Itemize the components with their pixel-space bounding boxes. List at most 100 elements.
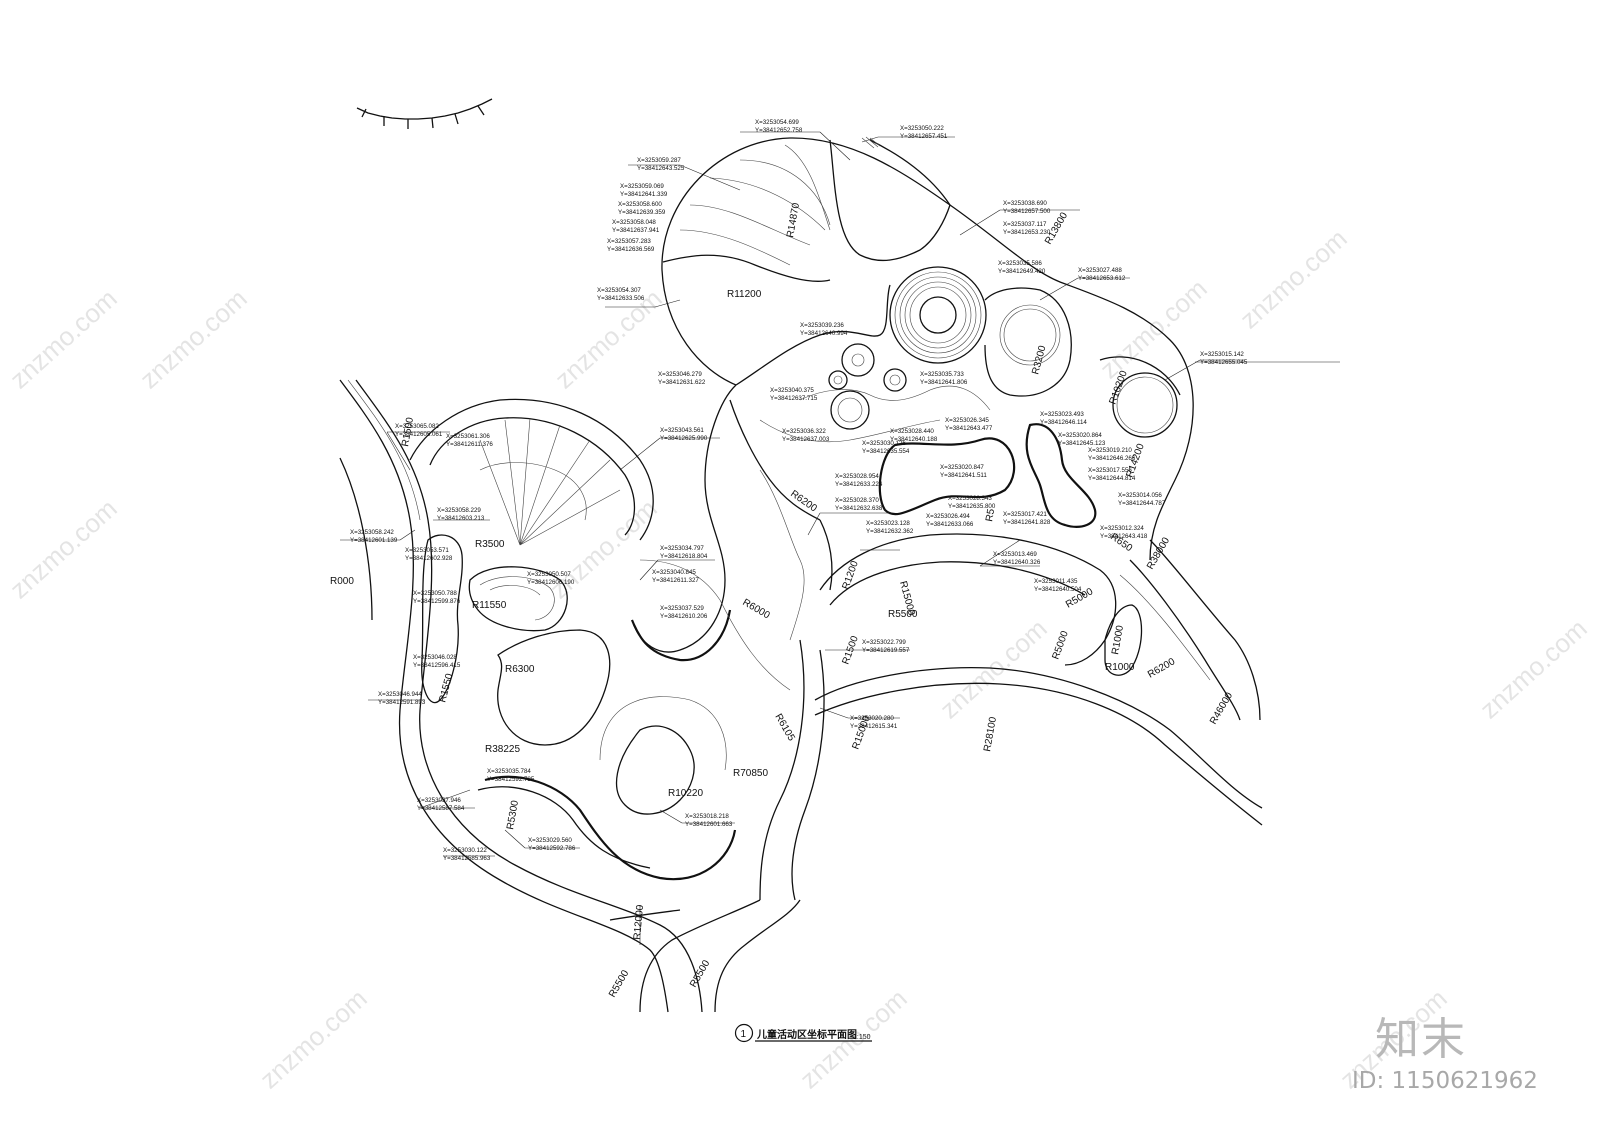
watermark-text: znzmo.com — [254, 983, 373, 1094]
coord-y: Y=38412652.758 — [755, 127, 803, 134]
coord-y: Y=38412619.557 — [862, 647, 910, 654]
radius-label: R46000 — [1208, 690, 1235, 726]
coord-x: X=3253059.069 — [620, 183, 664, 190]
coord-y: Y=38412632.638 — [835, 505, 883, 512]
coord-x: X=3253035.586 — [998, 260, 1042, 267]
coord-y: Y=38412644.814 — [1088, 475, 1136, 482]
radius-label: R5 — [984, 508, 997, 523]
leader-lines — [340, 131, 1340, 945]
coord-y: Y=38412641.806 — [920, 379, 968, 386]
watermark-text: znzmo.com — [544, 493, 663, 604]
scale-ticks — [356, 98, 493, 129]
radius-label: R12000 — [632, 904, 646, 940]
radius-label: R3500 — [475, 539, 505, 550]
coord-y: Y=38412599.876 — [413, 598, 461, 605]
coord-x: X=3253011.435 — [1034, 578, 1078, 585]
coord-y: Y=38412618.804 — [660, 553, 708, 560]
coord-y: Y=38412641.339 — [620, 191, 668, 198]
radius-label: R14870 — [785, 202, 802, 239]
coord-y: Y=38412639.359 — [618, 209, 666, 216]
coord-y: Y=38412633.506 — [597, 295, 645, 302]
coord-y: Y=38412643.525 — [637, 165, 685, 172]
coord-x: X=3253028.370 — [835, 497, 879, 504]
coord-y: Y=38412646.266 — [1088, 455, 1136, 462]
coord-x: X=3253054.307 — [597, 287, 641, 294]
coord-x: X=3253014.056 — [1118, 492, 1162, 499]
coord-x: X=3253037.117 — [1003, 221, 1047, 228]
coord-y: Y=38412603.213 — [437, 515, 485, 522]
coord-y: Y=38412640.188 — [890, 436, 938, 443]
coord-y: Y=38412653.230 — [1003, 229, 1051, 236]
radius-label: R70850 — [733, 768, 768, 779]
coord-x: X=3253028.440 — [890, 428, 934, 435]
coord-x: X=3253026.494 — [926, 513, 970, 520]
coord-y: Y=38412587.584 — [417, 805, 465, 812]
radius-label: R11200 — [727, 289, 762, 300]
coord-y: Y=38412632.362 — [866, 528, 914, 535]
coord-y: Y=38412596.415 — [413, 662, 461, 669]
coord-y: Y=38412605.061 — [395, 431, 443, 438]
coord-y: Y=38412641.828 — [1003, 519, 1051, 526]
coord-y: Y=38412606.190 — [527, 579, 575, 586]
radius-label: R1000 — [1110, 624, 1126, 655]
coord-x: X=3253058.242 — [350, 529, 394, 536]
coord-x: X=3253059.287 — [637, 157, 681, 164]
radius-label: R5500 — [888, 609, 918, 620]
radius-label: R28100 — [982, 716, 999, 753]
watermark-id: ID: 1150621962 — [1352, 1068, 1538, 1094]
coord-x: X=3253013.469 — [993, 551, 1037, 558]
coord-y: Y=38412633.224 — [835, 481, 883, 488]
coord-x: X=3253017.556 — [1088, 467, 1132, 474]
coord-x: X=3253017.421 — [1003, 511, 1047, 518]
plan-outlines — [339, 136, 1263, 1013]
radius-label: R38000 — [1145, 535, 1172, 571]
coord-x: X=3253034.797 — [660, 545, 704, 552]
coord-x: X=3253027.488 — [1078, 267, 1122, 274]
coord-y: Y=38412585.963 — [443, 855, 491, 862]
coord-y: Y=38412657.451 — [900, 133, 948, 140]
coord-y: Y=38412637.003 — [782, 436, 830, 443]
coord-x: X=3253065.082 — [395, 423, 439, 430]
coord-x: X=3253046.944 — [378, 691, 422, 698]
coord-y: Y=38412591.893 — [378, 699, 426, 706]
coord-y: Y=38412635.800 — [948, 503, 996, 510]
coord-y: Y=38412643.418 — [1100, 533, 1148, 540]
coord-x: X=3253040.375 — [770, 387, 814, 394]
radius-label: R1500 — [400, 416, 416, 447]
watermark-text: znzmo.com — [1474, 613, 1593, 724]
coord-y: Y=38412635.554 — [862, 448, 910, 455]
coord-x: X=3253037.529 — [660, 605, 704, 612]
coord-x: X=3253054.699 — [755, 119, 799, 126]
watermark-layer: znzmo.com znzmo.com znzmo.com znzmo.com … — [4, 223, 1593, 1094]
coord-x: X=3253038.690 — [1003, 200, 1047, 207]
coord-x: X=3253050.507 — [527, 571, 571, 578]
coord-y: Y=38412615.341 — [850, 723, 898, 730]
radius-label: R6105 — [772, 712, 796, 743]
coord-x: X=3253035.784 — [487, 768, 531, 775]
coord-x: X=3253039.236 — [800, 322, 844, 329]
coord-y: Y=38412637.715 — [770, 395, 818, 402]
coord-y: Y=38412653.612 — [1078, 275, 1126, 282]
coord-x: X=3253057.283 — [607, 238, 651, 245]
coord-y: Y=38412631.622 — [658, 379, 706, 386]
coord-y: Y=38412641.511 — [940, 472, 987, 479]
coord-x: X=3253053.571 — [405, 547, 449, 554]
coord-x: X=3253040.845 — [652, 569, 696, 576]
radius-label: R5000 — [1050, 629, 1071, 661]
coord-y: Y=38412649.420 — [998, 268, 1046, 275]
coord-x: X=3253029.560 — [528, 837, 572, 844]
coord-y: Y=38412611.327 — [652, 577, 699, 584]
radius-label: R6200 — [1146, 656, 1177, 680]
coord-x: X=3253037.946 — [417, 797, 461, 804]
coord-x: X=3253022.799 — [862, 639, 906, 646]
coord-x: X=3253043.561 — [660, 427, 704, 434]
coord-y: Y=38412625.990 — [660, 435, 708, 442]
radius-label: R5300 — [505, 799, 521, 830]
watermark-text: znzmo.com — [1234, 223, 1353, 334]
coord-x: X=3253028.343 — [948, 495, 992, 502]
coord-x: X=3253061.306 — [446, 433, 490, 440]
coord-x: X=3253050.788 — [413, 590, 457, 597]
radius-label: R5500 — [607, 968, 631, 999]
